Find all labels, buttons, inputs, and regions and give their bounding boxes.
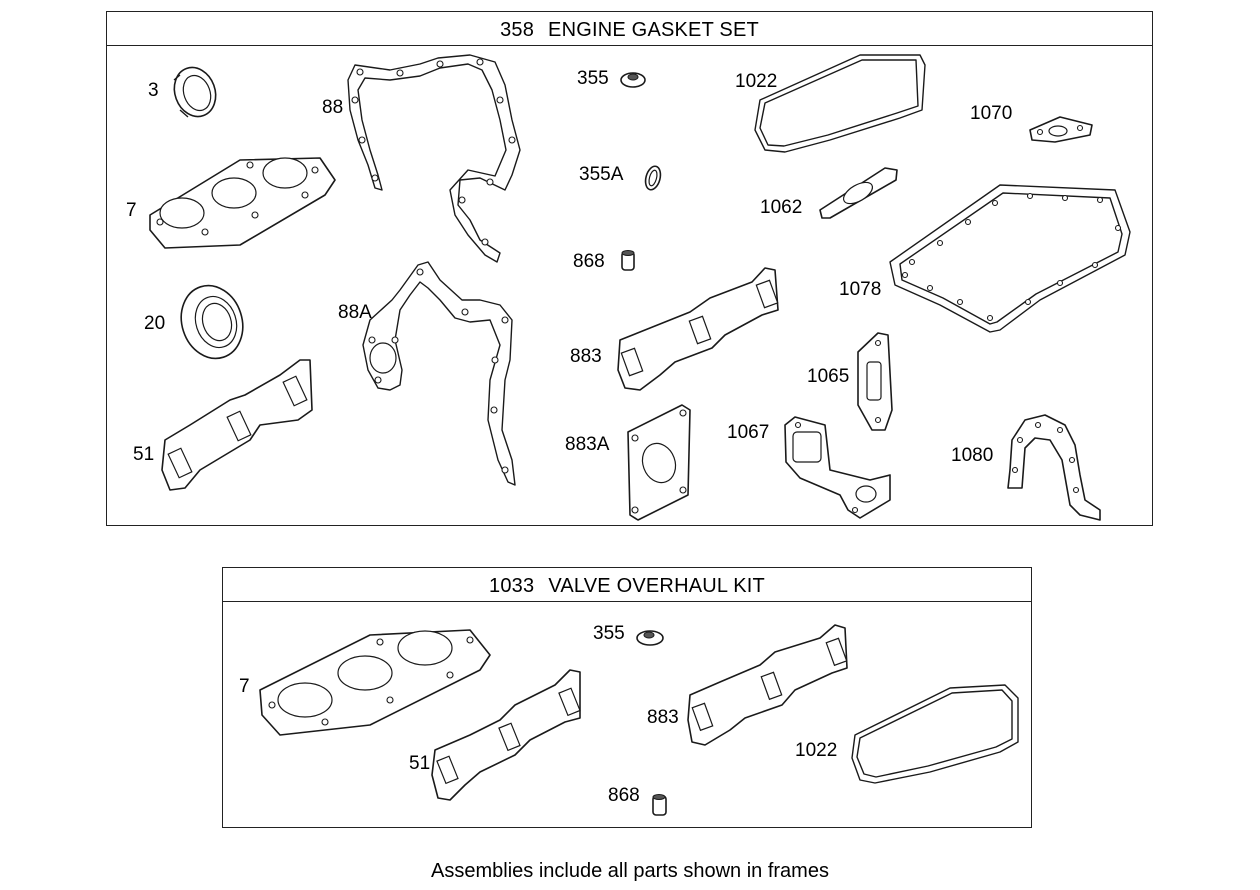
kit-callout-1022: 1022 [795,740,837,761]
kit-callout-7: 7 [239,676,250,697]
part-7-head-gasket[interactable] [149,157,336,249]
part-1067-gasket[interactable] [784,416,891,519]
part-868-stem-seal[interactable] [621,250,635,271]
kit-part-355-valve-cap[interactable] [636,630,664,646]
part-355a-o-ring[interactable] [643,165,663,192]
callout-1065: 1065 [807,366,849,387]
kit-part-883-exhaust-gasket[interactable] [687,624,848,746]
part-1022-rocker-cover-gasket[interactable] [754,54,926,153]
callout-88a: 88A [338,302,372,323]
part-88-timing-cover-gasket[interactable] [347,54,521,263]
callout-1022: 1022 [735,71,777,92]
callout-3: 3 [148,80,159,101]
callout-1080: 1080 [951,445,993,466]
part-88a-timing-cover-gasket[interactable] [362,261,516,486]
part-883-exhaust-gasket[interactable] [617,267,779,391]
part-1078-oil-pan-gasket[interactable] [889,184,1131,333]
callout-1078: 1078 [839,279,881,300]
frame-title: 358 ENGINE GASKET SET [107,12,1152,46]
callout-1070: 1070 [970,103,1012,124]
kit-part-51-manifold-gasket[interactable] [431,669,581,801]
callout-355a: 355A [579,164,624,185]
part-355-valve-cap[interactable] [620,72,646,88]
frame-number: 358 [500,19,535,41]
kit-callout-883: 883 [647,707,679,728]
callout-883a: 883A [565,434,610,455]
frame-name: VALVE OVERHAUL KIT [548,575,765,597]
part-1065-gasket[interactable] [857,332,893,431]
kit-part-7-head-gasket[interactable] [259,629,491,736]
callout-355: 355 [577,68,609,89]
kit-part-1022-rocker-cover-gasket[interactable] [851,684,1019,784]
callout-1067: 1067 [727,422,769,443]
part-1080-seal-housing-gasket[interactable] [1007,414,1101,521]
callout-1062: 1062 [760,197,802,218]
frame-name: ENGINE GASKET SET [548,19,759,41]
part-3-oil-seal[interactable] [168,62,223,123]
callout-20: 20 [144,313,165,334]
kit-callout-355: 355 [593,623,625,644]
kit-callout-51: 51 [409,753,430,774]
kit-callout-868: 868 [608,785,640,806]
callout-51: 51 [133,444,154,465]
part-51-manifold-gasket[interactable] [161,359,313,491]
callout-7: 7 [126,200,137,221]
frame-number: 1033 [489,575,535,597]
callout-883: 883 [570,346,602,367]
part-1062-flange-gasket[interactable] [819,167,898,219]
callout-868: 868 [573,251,605,272]
footer-note: Assemblies include all parts shown in fr… [431,860,829,882]
callout-88: 88 [322,97,343,118]
kit-part-868-stem-seal[interactable] [652,794,667,816]
part-883a-flange-gasket[interactable] [627,404,691,521]
frame-title: 1033 VALVE OVERHAUL KIT [223,568,1031,602]
part-1070-flange-gasket[interactable] [1029,116,1093,143]
part-20-crank-seal[interactable] [172,278,252,367]
